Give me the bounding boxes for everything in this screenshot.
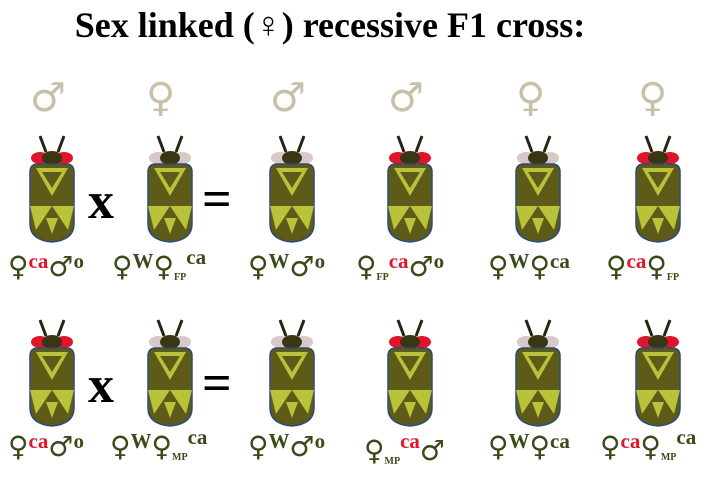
genotype-label: ♀W♀ca [488,249,570,283]
female-symbol-icon: ♀ [516,75,546,121]
cross-operator: x [88,357,114,414]
bug-figure [628,318,688,428]
male-symbol-icon: ♂ [30,75,66,121]
page-title: Sex linked (♀) recessive F1 cross: [74,5,586,45]
bug-figure [380,134,440,244]
bug-figure [508,318,568,428]
genotype-label: ♀W♀ca [488,429,570,463]
genotype-label: ♀W♀FPca [112,245,207,283]
male-symbol-icon: ♂ [388,75,424,121]
genotype-label: ♀ca♂o [8,249,84,283]
bug-figure [140,134,200,244]
genotype-label: ♀MPca♂ [364,429,445,467]
genotype-label: ♀W♂o [248,429,326,463]
equals-operator: = [202,355,232,412]
bug-figure [508,134,568,244]
female-symbol-icon: ♀ [146,75,176,121]
genotype-label: ♀ca♂o [8,429,84,463]
genotype-label: ♀W♂o [248,249,326,283]
bug-figure [628,134,688,244]
equals-operator: = [202,171,232,228]
bug-figure [22,134,82,244]
cross-operator: x [88,173,114,230]
bug-figure [380,318,440,428]
female-symbol-icon: ♀ [638,75,668,121]
bug-figure [140,318,200,428]
genotype-label: ♀ca♀MPca [600,425,697,463]
bug-figure [262,318,322,428]
male-symbol-icon: ♂ [270,75,306,121]
genotype-label: ♀FPca♂o [356,249,445,283]
genotype-label: ♀W♀MPca [110,425,208,463]
bug-figure [262,134,322,244]
genotype-label: ♀ca♀FP [606,249,680,283]
bug-figure [22,318,82,428]
